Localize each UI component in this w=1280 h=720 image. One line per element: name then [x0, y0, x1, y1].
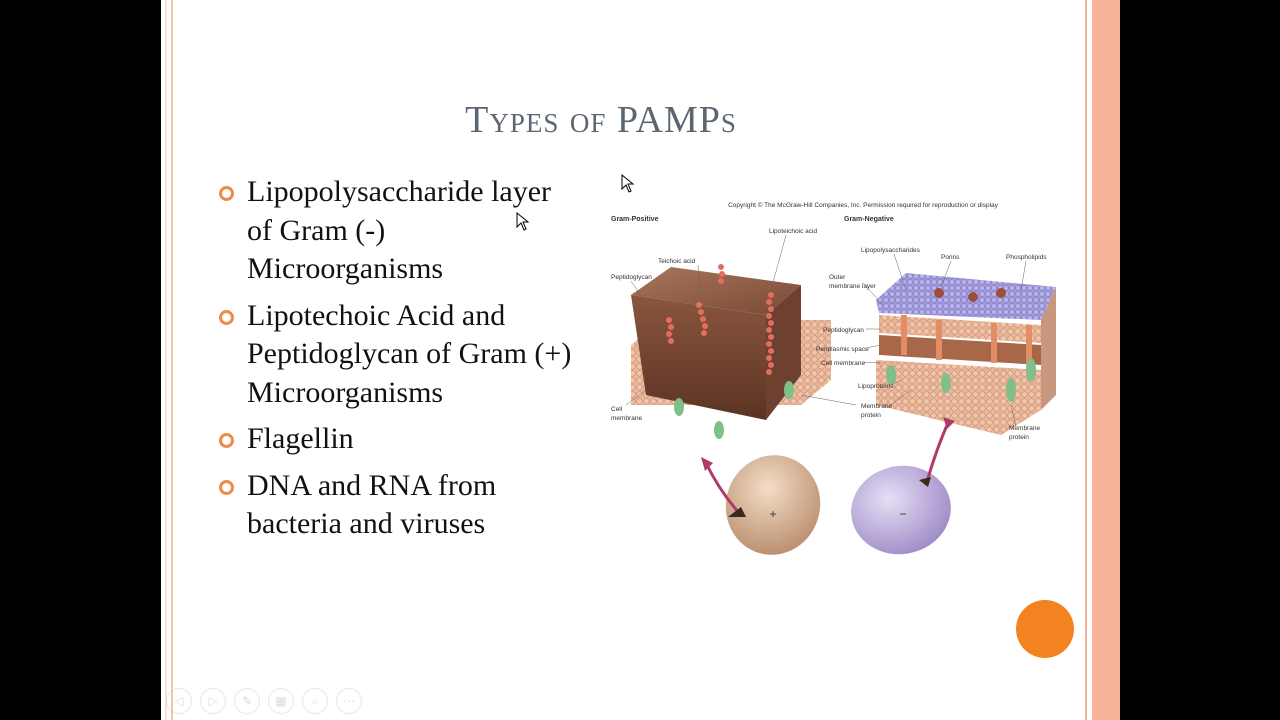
- slides-icon[interactable]: ▦: [268, 688, 294, 714]
- periplasmic-space-label: Periplasmic space: [816, 346, 869, 353]
- slide-left-border: [161, 0, 173, 720]
- outer-membrane-label: Outer: [829, 274, 846, 281]
- lipoproteins-label: Lipoproteins: [858, 383, 894, 390]
- bullet-item: Lipopolysaccharide layer of Gram (-) Mic…: [218, 173, 578, 289]
- copyright-text: Copyright © The McGraw-Hill Companies, I…: [728, 201, 999, 209]
- lipopolysaccharides-label: Lipopolysaccharides: [861, 247, 921, 254]
- gram-negative-label: Gram-Negative: [844, 216, 894, 223]
- bullet-text: DNA and RNA from bacteria and viruses: [247, 468, 497, 541]
- bullet-circle-icon: [219, 309, 234, 325]
- phospholipids-label: Phospholipids: [1006, 254, 1047, 261]
- mouse-pointer-icon: [621, 174, 635, 193]
- forward-icon[interactable]: ▷: [200, 688, 226, 714]
- more-icon[interactable]: ⋯: [336, 688, 362, 714]
- membrane-protein-mid-label-2: protein: [861, 412, 881, 419]
- bullet-text: Lipotechoic Acid and Peptidoglycan of Gr…: [247, 298, 572, 409]
- bullet-item: Lipotechoic Acid and Peptidoglycan of Gr…: [218, 297, 578, 413]
- back-icon[interactable]: ◁: [166, 688, 192, 714]
- slide-title: Types of PAMPs: [465, 99, 737, 141]
- cell-membrane-left-label: Cell: [611, 406, 623, 413]
- cell-membrane-mid-label: Cell membrane: [821, 360, 865, 367]
- teichoic-acid-label: Teichoic acid: [658, 258, 696, 265]
- porins-label: Porins: [941, 254, 960, 261]
- membrane-protein-right-label-2: protein: [1009, 434, 1029, 441]
- membrane-protein-mid-label: Membrane: [861, 403, 892, 410]
- gram-positive-label: Gram-Positive: [611, 216, 659, 223]
- cell-wall-diagram: Copyright © The McGraw-Hill Companies, I…: [611, 201, 1056, 555]
- bullet-circle-icon: [219, 433, 234, 448]
- bullet-circle-icon: [219, 186, 234, 201]
- bullet-item: Flagellin: [218, 420, 578, 459]
- membrane-protein-right-label: Membrane: [1009, 425, 1040, 432]
- negative-charge-label: −: [899, 507, 906, 521]
- slideshow-nav-toolbar: ◁ ▷ ✎ ▦ ⌕ ⋯: [166, 688, 362, 714]
- outer-membrane-label-2: membrane layer: [829, 283, 877, 290]
- mouse-pointer-icon: [516, 212, 530, 231]
- pen-icon[interactable]: ✎: [234, 688, 260, 714]
- gram-positive-wall: [631, 264, 831, 439]
- slide-right-border: [1080, 0, 1120, 720]
- bullet-text: Flagellin: [247, 422, 354, 455]
- bullet-item: DNA and RNA from bacteria and viruses: [218, 467, 578, 544]
- slide: Types of PAMPs Lipopolysaccharide layer …: [161, 0, 1120, 720]
- slide-decoration-circle: [1016, 600, 1074, 658]
- peptidoglycan-mid-label: Peptidoglycan: [823, 327, 864, 334]
- gram-negative-wall: [876, 273, 1056, 435]
- bullet-text: Lipopolysaccharide layer of Gram (-) Mic…: [247, 175, 552, 285]
- gram-positive-cell: +: [701, 455, 821, 555]
- gram-negative-cell: −: [851, 417, 955, 555]
- peptidoglycan-left-label: Peptidoglycan: [611, 274, 652, 281]
- zoom-icon[interactable]: ⌕: [302, 688, 328, 714]
- cell-membrane-left-label-2: membrane: [611, 415, 642, 422]
- bullet-list: Lipopolysaccharide layer of Gram (-) Mic…: [218, 173, 578, 552]
- bullet-circle-icon: [219, 479, 234, 495]
- lipoteichoic-acid-label: Lipoteichoic acid: [769, 228, 817, 235]
- positive-charge-label: +: [769, 507, 776, 521]
